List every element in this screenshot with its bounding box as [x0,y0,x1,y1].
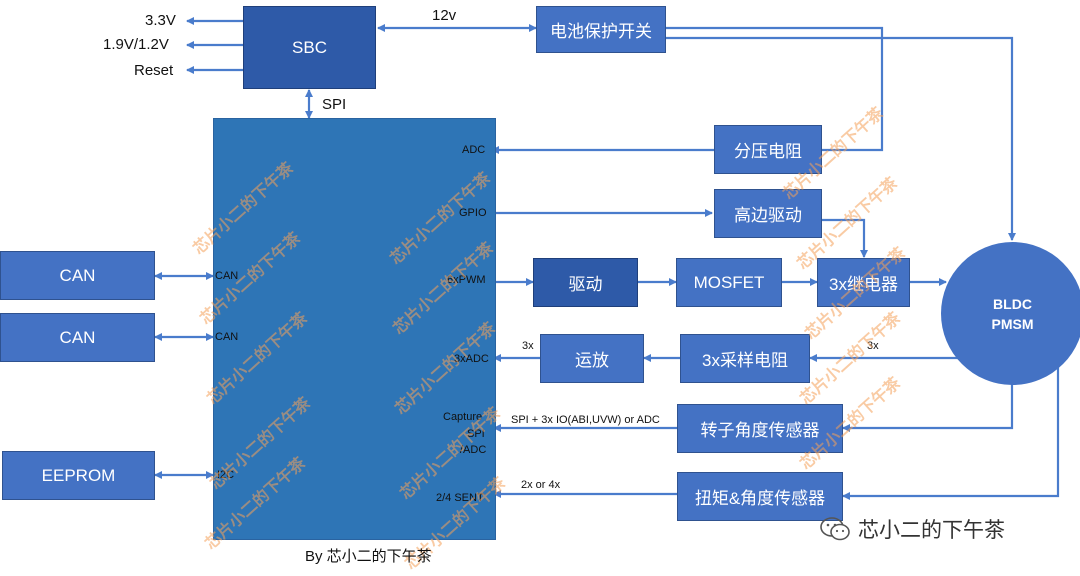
brand-name: 芯小二的下午茶 [858,519,1005,542]
spi-link-label: SPI [322,96,347,113]
wire-switch-divider [666,26,884,152]
pin-spi: SPI [467,428,485,440]
divider-block: 分压电阻 [714,125,822,174]
pin-can1: CAN [215,270,239,282]
opamp-3x-label: 3x [522,340,534,352]
battery-switch-block: 电池保护开关 [536,6,666,53]
mcu-block [213,118,496,540]
pin-3xadc: 3xADC [454,353,489,365]
torque-sensor-block: 扭矩&角度传感器 [677,472,843,521]
supply-12v-label: 12v [432,7,457,24]
eeprom-block: EEPROM [2,451,155,500]
pin-gpio: GPIO [459,207,487,219]
wire-motor-rotor [842,384,1014,432]
can1-block: CAN [0,251,155,300]
wechat-icon [820,517,850,541]
sent-count-label: 2x or 4x [521,479,561,491]
motor-line1: BLDC [993,295,1032,312]
shunt-block: 3x采样电阻 [680,334,810,383]
output-3v3-label: 3.3V [145,12,176,29]
mosfet-block: MOSFET [676,258,782,307]
wire-motor-torque [842,362,1060,500]
wire-switch-motor [666,36,1016,241]
wire-highside-relay [822,218,868,258]
brand-mark: 芯小二的下午茶 [820,514,1005,544]
pin-adc: ADC [462,144,486,156]
rotor-sensor-block: 转子角度传感器 [677,404,843,453]
motor-block: BLDC PMSM [941,242,1080,385]
relay-block: 3x继电器 [817,258,910,307]
motor-3x-label: 3x [867,340,879,352]
sbc-block: SBC [243,6,376,89]
pin-i2c: I2C [217,469,235,481]
opamp-block: 运放 [540,334,644,383]
pin-can2: CAN [215,331,239,343]
rotor-bus-label: SPI + 3x IO(ABI,UVW) or ADC [511,414,660,426]
driver-block: 驱动 [533,258,638,307]
can2-block: CAN [0,313,155,362]
pin-sent: 2/4 SENT [436,492,484,504]
pin-capture: Capture [443,411,483,423]
pin-6xpwm: 6xPWM [447,274,486,286]
motor-line2: PMSM [991,315,1034,332]
author-caption: By 芯小二的下午茶 [305,548,432,565]
output-reset-label: Reset [134,62,174,79]
pin-adc-slash: /ADC [460,444,487,456]
output-1v9-label: 1.9V/1.2V [103,36,169,53]
high-side-block: 高边驱动 [714,189,822,238]
